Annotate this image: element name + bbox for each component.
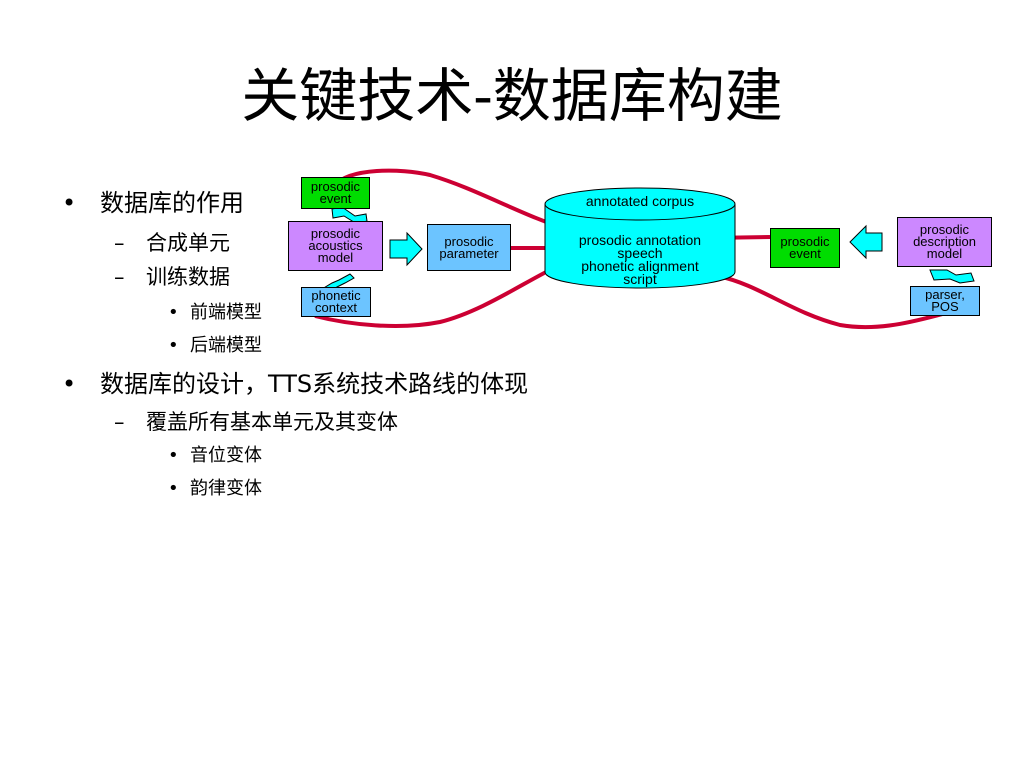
box-label: model bbox=[317, 250, 354, 265]
prosodic-acoustics-model-box: prosodic acoustics model bbox=[288, 221, 383, 271]
item-prosodic-variant: 韵律变体 bbox=[190, 478, 262, 499]
corpus-title: annotated corpus bbox=[585, 193, 695, 209]
prosodic-event-box-right: prosodic event bbox=[770, 228, 840, 268]
box-label: POS bbox=[931, 299, 959, 314]
bullet-marker: • bbox=[62, 189, 77, 217]
item-allophone: 音位变体 bbox=[190, 445, 262, 466]
box-label: description bbox=[913, 234, 976, 249]
block-arrow-right bbox=[389, 231, 423, 267]
box-label: parser, bbox=[925, 287, 965, 302]
parser-pos-box: parser, POS bbox=[910, 286, 980, 316]
corpus-item: prosodic annotation bbox=[578, 232, 702, 248]
annotated-corpus-cylinder bbox=[544, 187, 736, 289]
corpus-item: speech bbox=[617, 245, 663, 261]
connector-curve-parser-right bbox=[717, 274, 951, 330]
prosodic-description-model-box: prosodic description model bbox=[897, 217, 992, 267]
sub-bullet-coverage: 覆盖所有基本单元及其变体 bbox=[146, 410, 398, 434]
box-label: context bbox=[315, 300, 357, 315]
bullet-marker: • bbox=[62, 370, 77, 398]
dash-marker: – bbox=[114, 231, 125, 255]
box-label: model bbox=[926, 246, 963, 261]
dot-marker: • bbox=[168, 478, 179, 499]
sub-bullet-training-data: 训练数据 bbox=[146, 265, 230, 289]
phonetic-context-box: phonetic context bbox=[301, 287, 371, 317]
box-label: prosodic bbox=[444, 233, 494, 249]
box-label: prosodic bbox=[919, 222, 970, 237]
box-label: event bbox=[789, 246, 821, 261]
sub-bullet-synthesis-unit: 合成单元 bbox=[146, 231, 230, 255]
dot-marker: • bbox=[168, 445, 179, 466]
connector-curve-context-left bbox=[314, 268, 551, 328]
prosodic-parameter-box: prosodic parameter bbox=[427, 224, 511, 271]
box-label: prosodic bbox=[310, 226, 361, 241]
box-label: parameter bbox=[439, 245, 499, 261]
bullet-design: 数据库的设计，TTS系统技术路线的体现 bbox=[100, 370, 529, 398]
dash-marker: – bbox=[114, 410, 125, 434]
prosodic-event-box-left: prosodic event bbox=[301, 177, 370, 209]
box-label: prosodic bbox=[310, 179, 361, 194]
block-arrow-left bbox=[849, 224, 883, 260]
corpus-item: script bbox=[623, 271, 657, 287]
dot-marker: • bbox=[168, 335, 179, 356]
dash-marker: – bbox=[114, 265, 125, 289]
corpus-item: phonetic alignment bbox=[581, 258, 699, 274]
box-label: acoustics bbox=[308, 238, 363, 253]
box-label: event bbox=[319, 191, 352, 206]
box-label: prosodic bbox=[780, 234, 830, 249]
item-frontend-model: 前端模型 bbox=[190, 302, 262, 323]
bullet-purpose: 数据库的作用 bbox=[100, 189, 244, 217]
box-label: phonetic bbox=[311, 288, 361, 303]
connector-curve-event-left bbox=[333, 168, 576, 234]
dot-marker: • bbox=[168, 302, 179, 323]
slide-title: 关键技术-数据库构建 bbox=[241, 62, 783, 130]
lightning-connector-right bbox=[929, 269, 975, 284]
item-backend-model: 后端模型 bbox=[190, 335, 262, 356]
